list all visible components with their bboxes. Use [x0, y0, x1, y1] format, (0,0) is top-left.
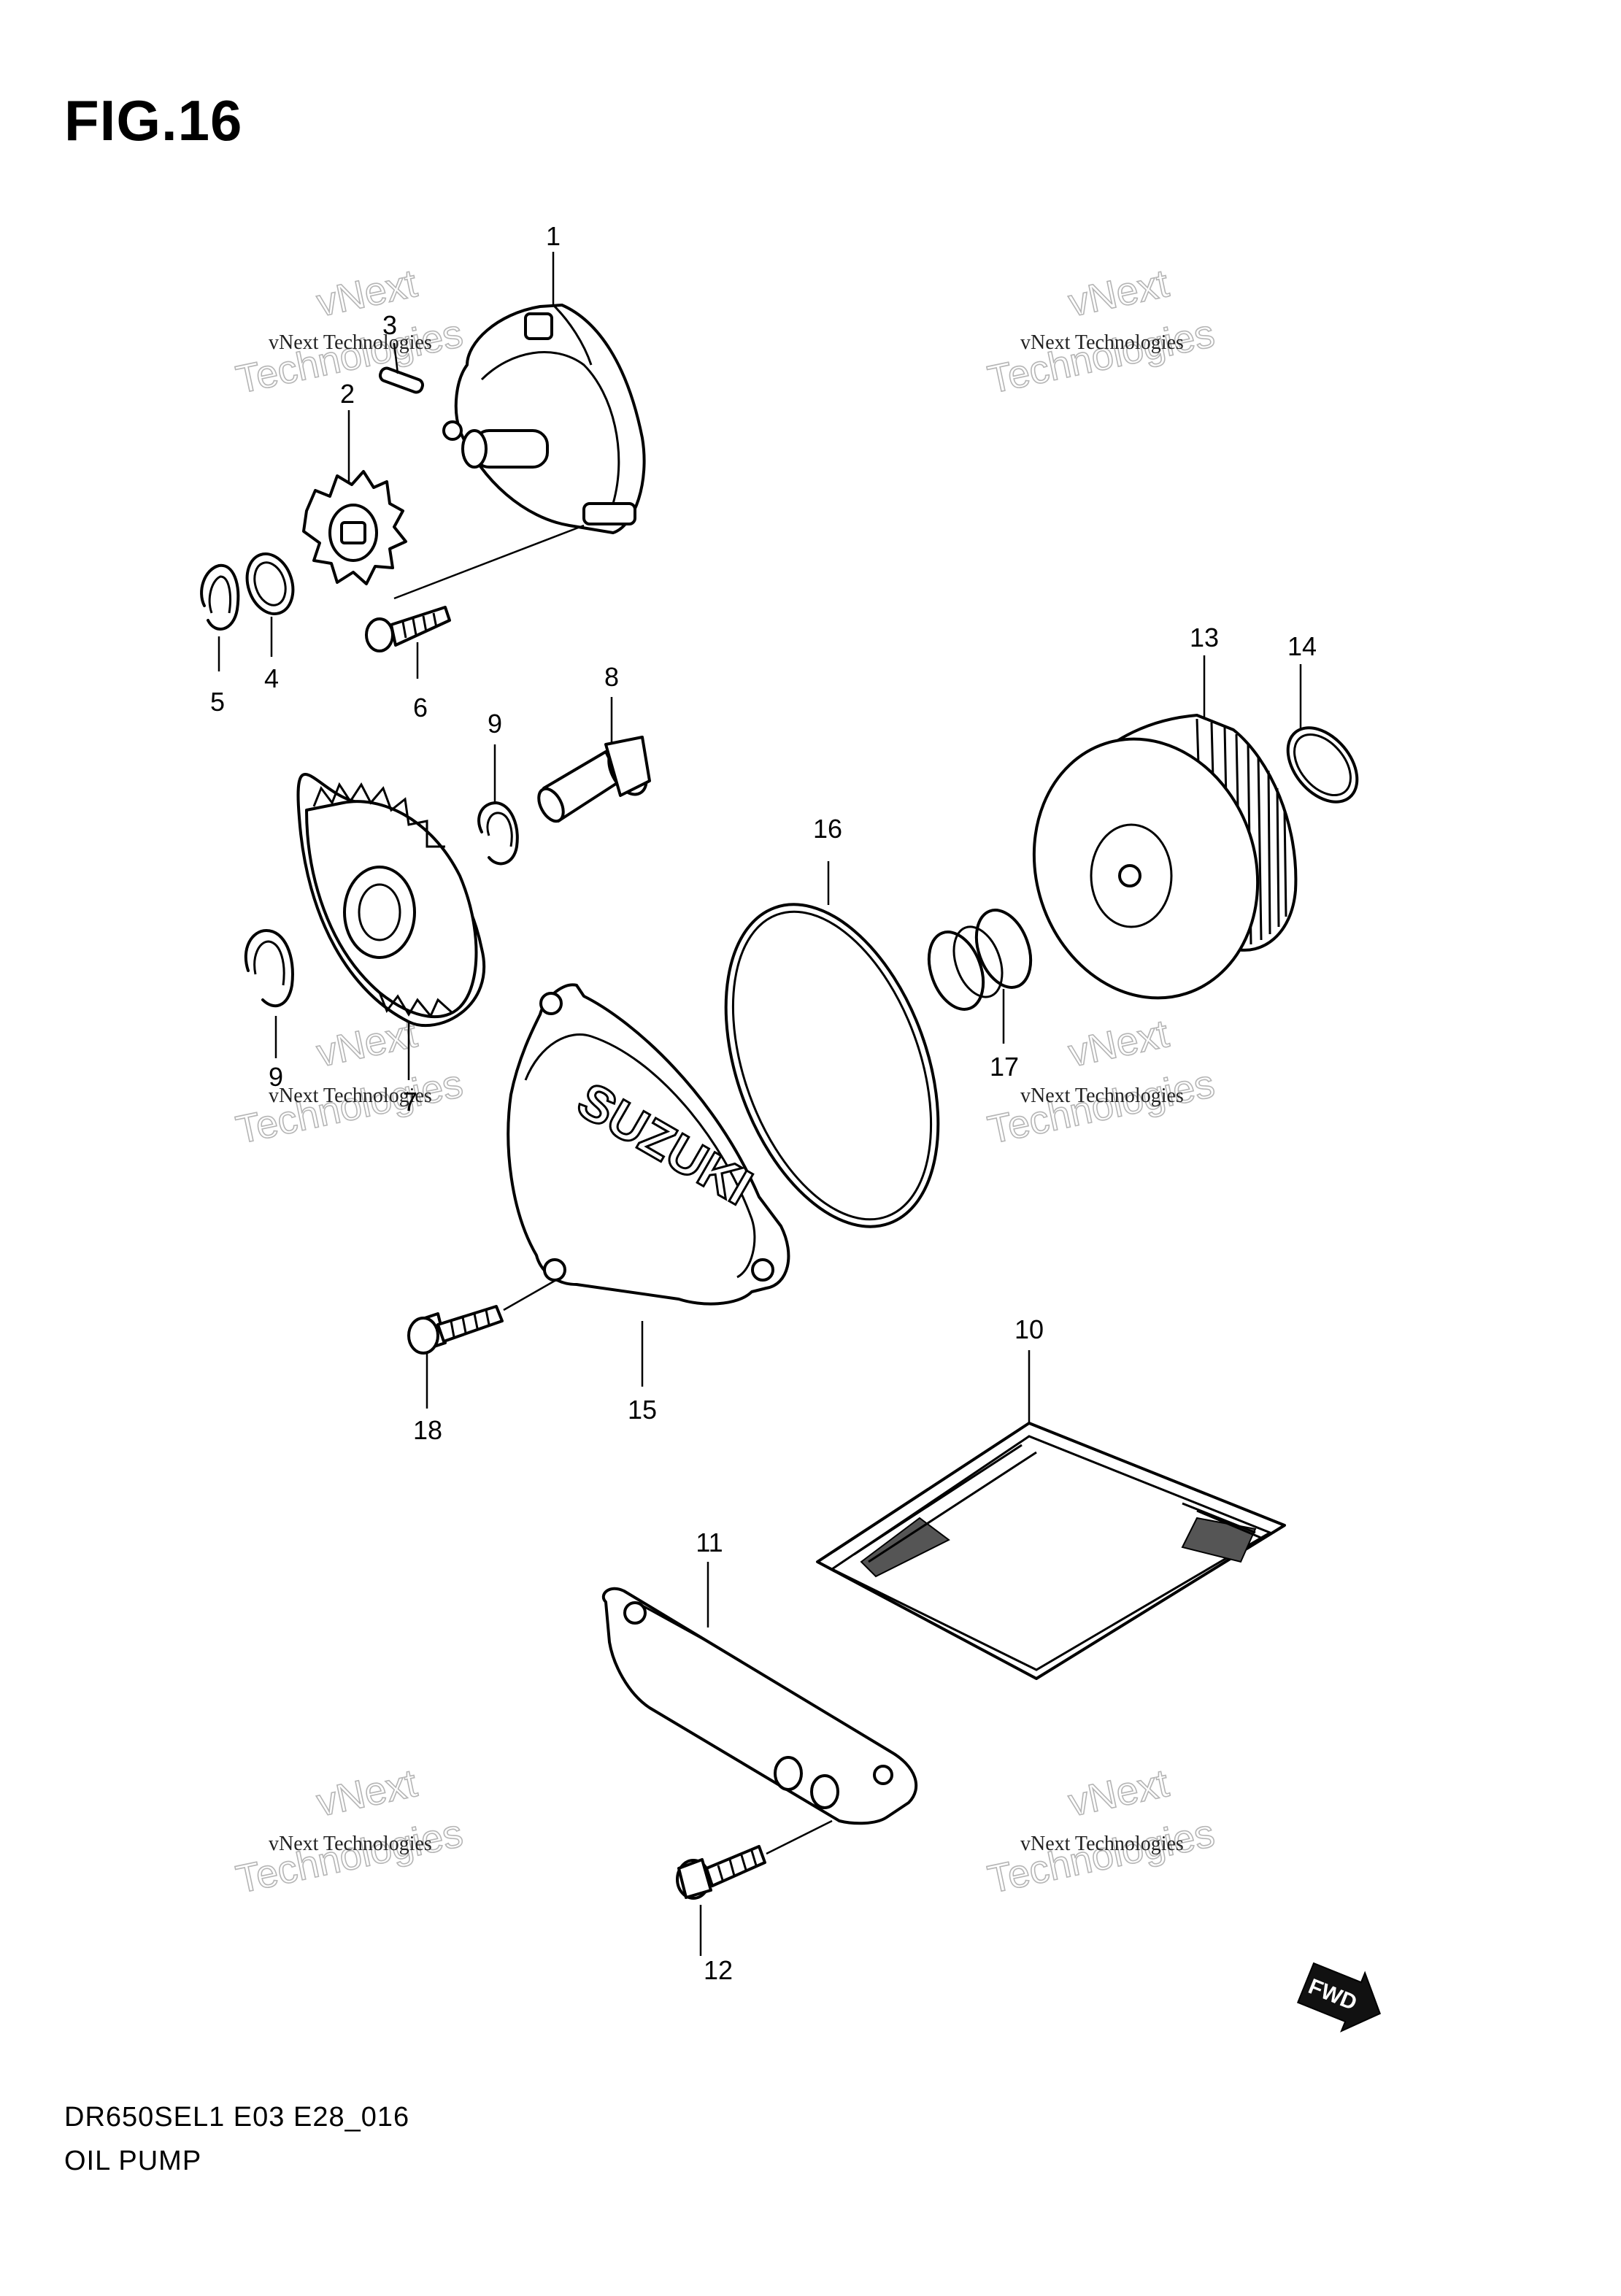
watermark-bottom-right: vNext Technologies: [984, 1760, 1219, 1902]
callout-10: 10: [1014, 1314, 1044, 1344]
callout-13: 13: [1190, 623, 1219, 652]
watermark-company-line: vNext Technologies: [1020, 1085, 1184, 1107]
figure-title: FIG.16: [64, 88, 243, 153]
watermark-big-line-1: vNext: [313, 261, 421, 325]
watermark-big-line-2: Technologies: [984, 1811, 1218, 1902]
watermark-company-line: vNext Technologies: [269, 331, 432, 354]
part-9-circlip-upper: [477, 801, 519, 866]
part-9-circlip-lower: [244, 929, 294, 1008]
watermark-big-line-2: Technologies: [984, 312, 1218, 402]
callout-15: 15: [628, 1395, 657, 1425]
callout-9-lower: 9: [269, 1062, 283, 1092]
watermark-top-right: vNext Technologies: [984, 261, 1219, 402]
callout-3: 3: [382, 310, 397, 340]
watermark-big-line-1: vNext: [313, 1012, 421, 1075]
callout-11: 11: [696, 1528, 723, 1557]
callout-leaders: [217, 252, 1302, 1058]
callout-17: 17: [990, 1052, 1019, 1082]
watermark-company-line: vNext Technologies: [269, 1833, 432, 1855]
watermark-bottom-left: vNext Technologies: [232, 1760, 467, 1902]
callout-4: 4: [264, 663, 279, 693]
part-12-bolt: [676, 1819, 833, 1956]
part-5-circlip: [200, 563, 240, 631]
callout-9-upper: 9: [488, 709, 502, 739]
part-18-bolt: [407, 1279, 555, 1409]
watermark-big-line-2: Technologies: [232, 1811, 466, 1902]
callout-2: 2: [340, 379, 355, 409]
callout-7: 7: [403, 1087, 417, 1117]
part-7-oil-pump-drive-gear: [296, 773, 485, 1080]
part-11-plate: [601, 1562, 918, 1825]
watermark-big-line-1: vNext: [1065, 1761, 1173, 1825]
part-17-spring: [927, 909, 1033, 1044]
part-1-oil-pump-housing: [393, 304, 646, 600]
part-4-washer: [245, 552, 295, 616]
part-6-screw: [365, 606, 451, 652]
watermark-big-line-1: vNext: [313, 1761, 421, 1825]
part-16-o-ring: [724, 903, 940, 1228]
callout-5: 5: [210, 687, 225, 717]
callout-6: 6: [413, 693, 428, 723]
model-code: DR650SEL1 E03 E28_016: [64, 2102, 410, 2133]
part-3-pin: [378, 366, 425, 394]
part-13-oil-filter: [1032, 714, 1298, 1000]
watermark-company-line: vNext Technologies: [1020, 1833, 1184, 1855]
part-8-shaft: [537, 736, 651, 823]
callout-1: 1: [546, 221, 561, 251]
callout-12: 12: [704, 1955, 733, 1985]
callout-14: 14: [1287, 631, 1317, 661]
watermark-company-line: vNext Technologies: [1020, 331, 1184, 354]
watermark-company-line: vNext Technologies: [269, 1085, 432, 1107]
callout-8: 8: [604, 662, 619, 692]
watermark-big-line-1: vNext: [1065, 261, 1173, 325]
part-2-driven-gear: [302, 470, 407, 585]
part-10-oil-strainer: [816, 1350, 1286, 1680]
callout-numbers: 1 2 3 4 5 6 7 8 9 9 10 11 12 13 14 15 16…: [210, 221, 1317, 1985]
figure-caption: OIL PUMP: [64, 2146, 202, 2176]
callout-16: 16: [813, 814, 842, 844]
watermark-big-line-1: vNext: [1065, 1012, 1173, 1075]
part-14-o-ring: [1286, 726, 1359, 804]
callout-18: 18: [413, 1415, 442, 1445]
forward-direction-badge: FWD: [1296, 1962, 1382, 2033]
